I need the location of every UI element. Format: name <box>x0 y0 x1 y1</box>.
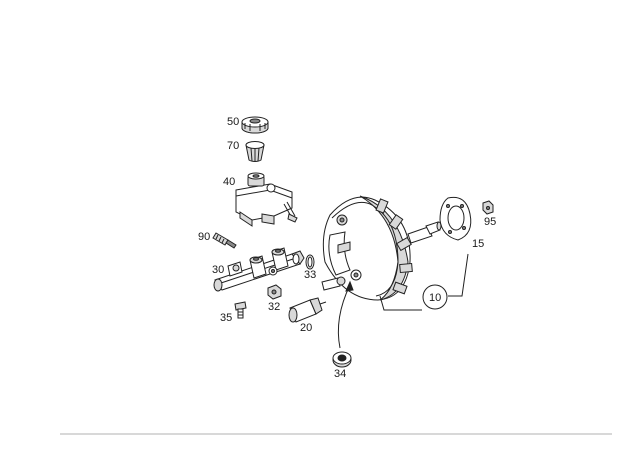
bracket-10-right <box>448 253 469 297</box>
label-part-34: 34 <box>334 368 346 380</box>
part-30-master-cylinder[interactable] <box>213 247 305 292</box>
label-part-50: 50 <box>227 116 239 128</box>
label-part-15: 15 <box>472 238 484 250</box>
leader-34-arrow <box>337 284 351 349</box>
part-15-gasket[interactable] <box>439 196 472 241</box>
label-part-90: 90 <box>198 231 210 243</box>
leader-34-arrowhead <box>345 280 354 292</box>
label-part-20: 20 <box>300 322 312 334</box>
label-part-33: 33 <box>304 269 316 281</box>
part-20-vacuum-sensor[interactable] <box>288 297 327 323</box>
label-part-35: 35 <box>220 312 232 324</box>
label-part-95: 95 <box>484 216 496 228</box>
label-part-32: 32 <box>268 301 280 313</box>
part-33-seal-ring[interactable] <box>305 254 315 270</box>
label-part-30: 30 <box>212 264 224 276</box>
part-10-brake-booster[interactable] <box>321 195 442 301</box>
part-40-fluid-reservoir[interactable] <box>235 172 298 227</box>
part-10-label-circle <box>422 284 448 310</box>
part-34-grommet[interactable] <box>332 351 352 368</box>
part-32-nut[interactable] <box>267 284 282 300</box>
bracket-10 <box>379 295 422 311</box>
part-90-sensor-plug[interactable] <box>212 232 237 249</box>
label-part-10: 10 <box>429 292 441 304</box>
part-95-nut[interactable] <box>482 200 494 215</box>
part-50-reservoir-cap[interactable] <box>241 116 269 134</box>
leader-lines <box>337 253 469 349</box>
label-part-40: 40 <box>223 176 235 188</box>
label-part-70: 70 <box>227 140 239 152</box>
part-70-strainer[interactable] <box>245 141 265 163</box>
part-35-bleeder-screw[interactable] <box>234 301 247 319</box>
